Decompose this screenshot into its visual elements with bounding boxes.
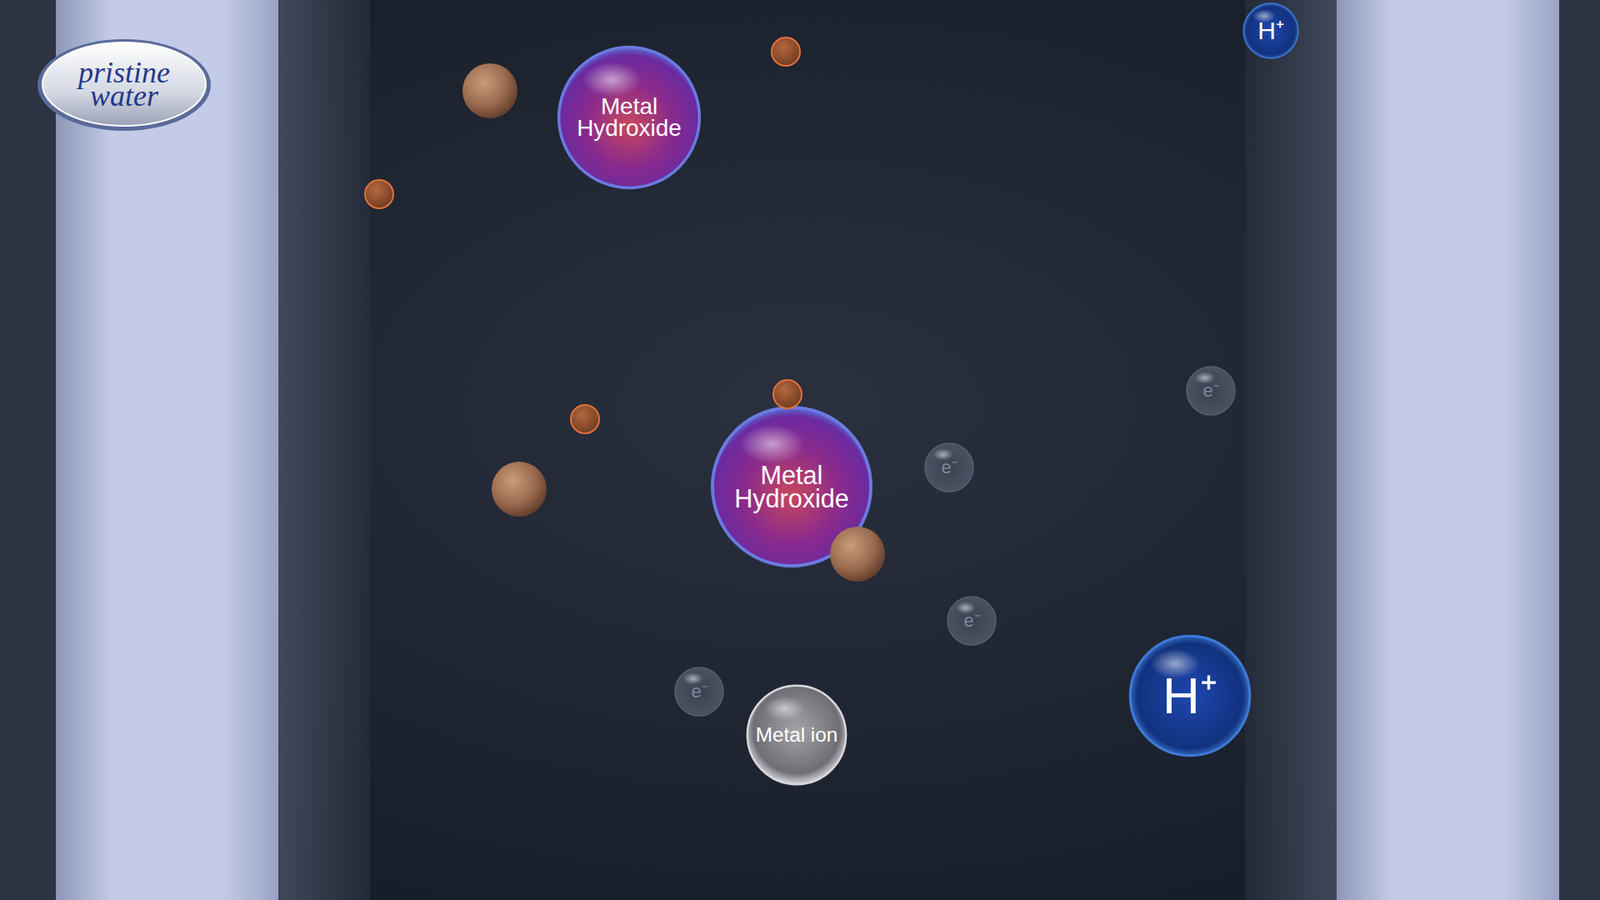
node-label: Metal Hydroxide <box>567 95 691 139</box>
hydrogen-ion: H⁺ <box>1128 634 1252 758</box>
node-label: H⁺ <box>1162 671 1218 720</box>
electron: e⁻ <box>674 666 725 717</box>
node-label: Metal Hydroxide <box>722 463 862 510</box>
node-label: H⁺ <box>1257 19 1285 43</box>
electron: e⁻ <box>924 442 975 493</box>
hydrogen-ion: H⁺ <box>1242 2 1300 60</box>
logo-text: pristine water <box>61 60 187 108</box>
metal-hydroxide-bubble: Metal Hydroxide <box>556 45 702 190</box>
metal-hydroxide-bubble: Metal Hydroxide <box>710 405 874 569</box>
electron: e⁻ <box>1185 365 1236 416</box>
metal-ion: Metal ion <box>745 684 848 786</box>
node-label: e⁻ <box>940 459 957 476</box>
node-label: e⁻ <box>963 612 980 630</box>
node-label: e⁻ <box>1202 382 1219 400</box>
node-label: e⁻ <box>690 683 707 700</box>
electron: e⁻ <box>946 595 997 646</box>
node-label: Metal ion <box>755 725 839 745</box>
